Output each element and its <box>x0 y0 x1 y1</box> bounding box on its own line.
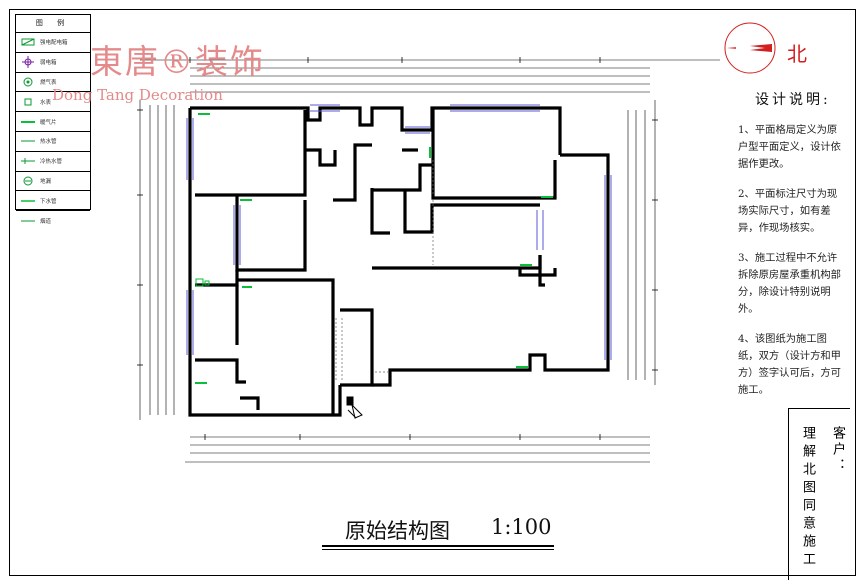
distribution-box-icon <box>16 38 40 46</box>
legend-label: 烟道 <box>40 219 52 226</box>
legend-title: 图 例 <box>16 15 90 33</box>
sewer-pipe-icon <box>204 280 210 286</box>
top-dimensions <box>140 59 720 93</box>
title-underline <box>322 545 554 547</box>
design-note: 4、该图纸为施工图纸，双方（设计方和甲方）签字认可后，方可施工。 <box>738 333 841 396</box>
brand-name-en: Dong Tang Decoration <box>52 86 223 104</box>
legend-label: 强电配电箱 <box>40 40 68 47</box>
legend-label: 下水管 <box>40 198 57 205</box>
design-note: 1、平面格局定义为原户型平面定义，设计依据作更改。 <box>738 124 841 170</box>
legend-label: 弱电箱 <box>40 60 57 67</box>
hot-water-pipe-icon <box>16 139 40 143</box>
legend-row: 水表 <box>16 92 90 113</box>
radiator-icon <box>16 120 40 124</box>
legend-row: 燃气表 <box>16 73 90 93</box>
cold-water-pipe-icon <box>16 158 40 165</box>
design-note: 3、施工过程中不允许拆除原房屋承重机构部分，除设计特别说明外。 <box>738 252 841 315</box>
right-dimensions <box>627 100 656 385</box>
water-meter-icon <box>16 98 40 106</box>
brand-name-cn: 東唐®装饰 <box>90 42 265 81</box>
floor-drain-icon <box>195 278 204 287</box>
plan-scale: 1:100 <box>491 515 552 539</box>
dimension-ticks <box>137 57 658 440</box>
design-notes: 1、平面格局定义为原户型平面定义，设计依据作更改。 2、平面标注尺寸为现场实际尺… <box>738 122 846 412</box>
plan-title: 原始结构图 <box>345 519 450 543</box>
legend-row: 地漏 <box>16 172 90 192</box>
openings <box>335 160 434 380</box>
bottom-dimensions <box>185 436 650 463</box>
legend-label: 热水管 <box>40 139 57 146</box>
legend-row: 弱电箱 <box>16 53 90 73</box>
entry-door-icon <box>346 396 363 419</box>
flue-icon <box>16 219 40 223</box>
floor-drain-icon <box>16 176 40 186</box>
legend-label: 水表 <box>40 99 52 106</box>
gas-meter-icon <box>16 77 40 87</box>
design-note: 2、平面标注尺寸为现场实际尺寸，如有差异，作现场核实。 <box>738 188 838 234</box>
north-label: 北 <box>787 42 807 66</box>
windows <box>186 104 612 360</box>
left-dimensions <box>139 100 175 420</box>
legend-label: 冷热水管 <box>40 159 63 166</box>
legend-label: 燃气表 <box>40 79 57 86</box>
client-signature-box <box>788 408 850 580</box>
design-notes-title: 设计说明: <box>755 92 831 108</box>
title-underline-thin <box>322 549 554 550</box>
legend-table: 图 例 强电配电箱 弱电箱 燃气表 水表 暖气片 热水管 冷热水管 地漏 下水管… <box>15 14 91 225</box>
legend-row: 热水管 <box>16 132 90 152</box>
legend-row: 烟道 <box>16 211 90 231</box>
legend-row: 暖气片 <box>16 112 90 132</box>
legend-row: 下水管 <box>16 191 90 212</box>
legend-row: 强电配电箱 <box>16 33 90 53</box>
legend-label: 地漏 <box>40 178 52 185</box>
client-label: 客户： <box>830 426 845 474</box>
sewer-pipe-icon <box>16 199 40 203</box>
legend-row: 冷热水管 <box>16 152 90 172</box>
light-fixture-icon <box>16 56 40 69</box>
client-approval-text: 理解北图同意施工 <box>800 426 815 570</box>
walls <box>188 106 610 417</box>
north-arrow-icon <box>724 22 776 74</box>
legend-label: 暖气片 <box>40 119 57 126</box>
radiators <box>195 113 553 384</box>
